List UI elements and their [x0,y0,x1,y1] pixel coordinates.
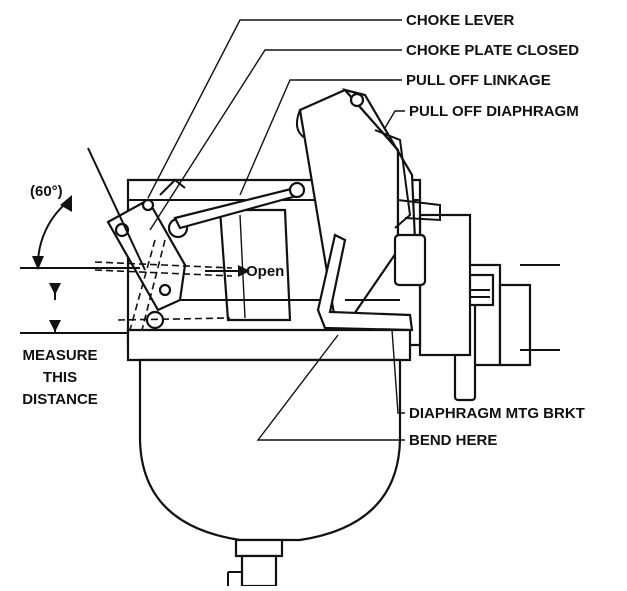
float-bowl [138,358,402,542]
pull-off-linkage-rod [159,178,306,230]
measure-label-line2: THIS [43,369,77,386]
bend-here-label: BEND HERE [409,432,497,449]
angle-label: (60°) [30,183,63,200]
bowl-drain-fitting [227,538,284,588]
measure-label-line1: MEASURE [22,347,97,364]
leader-lines [147,19,405,441]
choke-lever-label: CHOKE LEVER [406,12,515,29]
pull-off-diaphragm-label: PULL OFF DIAPHRAGM [409,103,579,120]
measure-distance-label: MEASURE THIS DISTANCE [22,347,98,408]
diaphragm-mtg-bracket [316,233,427,332]
choke-open-position-dashes [94,239,233,331]
measure-label-line3: DISTANCE [22,391,98,408]
measure-distance-arrows [20,283,128,334]
diaphragm-mtg-brkt-label: DIAPHRAGM MTG BRKT [409,405,585,422]
angle-indicator: (60°) [20,147,146,271]
pull-off-linkage-label: PULL OFF LINKAGE [406,72,551,89]
open-label: Open [246,263,284,280]
choke-plate-closed-label: CHOKE PLATE CLOSED [406,42,579,59]
open-arrow: Open [205,263,284,280]
intake-flange [418,213,560,402]
